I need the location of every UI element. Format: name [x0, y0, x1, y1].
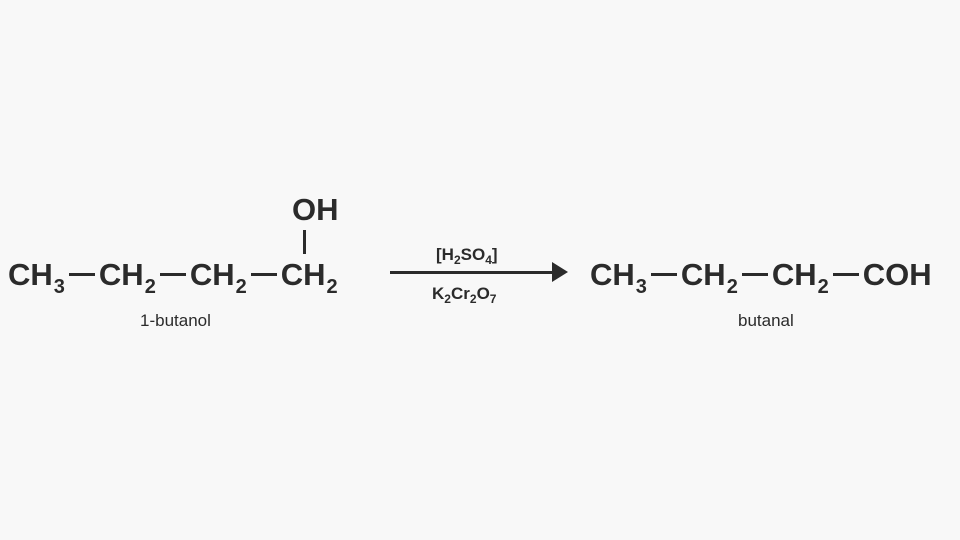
single-bond [250, 272, 277, 276]
product-group-1: CH3 [590, 256, 647, 298]
hydroxyl-bond [303, 230, 306, 254]
product-formula: CH3 CH2 CH2 COH [590, 254, 933, 298]
product-group-3: CH2 [771, 256, 829, 298]
hydroxyl-group: OH [292, 192, 339, 227]
arrow-head-icon [552, 262, 568, 282]
reactant-group-3: CH2 [189, 256, 247, 298]
single-bond [832, 272, 859, 276]
product-group-4: COH [862, 256, 932, 292]
product-group-2: CH2 [680, 256, 738, 298]
single-bond [68, 272, 95, 276]
single-bond [159, 272, 186, 276]
reagent-dichromate: K2Cr2O7 [432, 284, 497, 306]
single-bond [650, 272, 677, 276]
reactant-formula: CH3 CH2 CH2 CH2 [8, 254, 338, 298]
product-name: butanal [738, 311, 794, 330]
reactant-group-2: CH2 [98, 256, 156, 298]
reaction-arrow [390, 271, 558, 274]
single-bond [741, 272, 768, 276]
reactant-group-1: CH3 [8, 256, 65, 298]
reagent-acid: [H2SO4] [436, 245, 498, 267]
reactant-group-4: CH2 [280, 256, 338, 298]
reactant-name: 1-butanol [140, 311, 211, 330]
